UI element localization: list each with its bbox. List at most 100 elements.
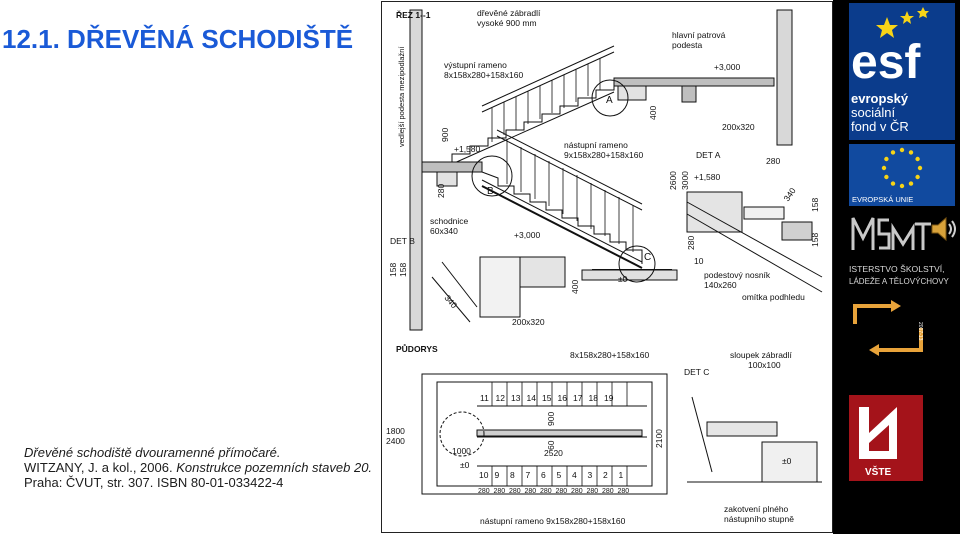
- plan-flight-top: 8x158x280+158x160: [570, 350, 649, 360]
- speaker-icon[interactable]: [928, 213, 960, 245]
- plan-step-number: 17: [573, 393, 583, 403]
- dim-280-c: 280: [686, 236, 696, 250]
- plan-step-number: 19: [604, 393, 614, 403]
- msmt-monogram-icon: [851, 217, 931, 250]
- plan-dim-2400: 2400: [386, 436, 405, 446]
- caption-author: WITZANY, J. a kol., 2006.: [24, 460, 173, 475]
- plan-step-number: 2: [603, 470, 608, 480]
- level-zero: ±0: [618, 274, 628, 284]
- dim-280: 280: [766, 156, 780, 166]
- esf-line-1: evropský: [851, 91, 909, 106]
- plan-dim-60: 60: [546, 440, 556, 450]
- dim-3000: 3000: [680, 171, 690, 190]
- level-mid: +1,580: [454, 144, 481, 154]
- vste-label: VŠTE: [865, 465, 891, 478]
- dim-158-b: 158: [810, 233, 820, 247]
- dim-900: 900: [440, 128, 450, 142]
- level-det-b: +3,000: [514, 230, 541, 240]
- upper-flight-label-1: výstupní rameno: [444, 60, 507, 70]
- dim-200x320-b: 200x320: [512, 317, 545, 327]
- caption-line-2: WITZANY, J. a kol., 2006. Konstrukce poz…: [24, 460, 374, 475]
- plan-step-width: 280: [571, 488, 583, 495]
- marker-a: A: [606, 95, 613, 106]
- eu-star-ring-icon: [881, 147, 923, 189]
- marker-b: B: [487, 186, 494, 197]
- plan-step-number: 14: [527, 393, 537, 403]
- plan-level-zero: ±0: [460, 460, 470, 470]
- plan-step-number: 15: [542, 393, 552, 403]
- main-landing-label-1: hlavní patrová: [672, 30, 726, 40]
- upper-flight-label-2: 8x158x280+158x160: [444, 70, 523, 80]
- sidebar-logos: esf evropský sociální fond v ČR EVROPSKÁ…: [833, 0, 960, 534]
- plan-step-width: 280: [602, 488, 614, 495]
- eu-label: EVROPSKÁ UNIE: [852, 195, 913, 204]
- anchor-label-1: zakotvení plného: [724, 504, 789, 514]
- plan-dim-1800: 1800: [386, 426, 405, 436]
- plan-title: PŮDORYS: [396, 343, 438, 354]
- plan-step-number: 4: [572, 470, 577, 480]
- plan-step-width: 280: [509, 488, 521, 495]
- plan-dim-2100: 2100: [654, 429, 664, 448]
- landing-label: vedlejší podesta mezipodlažní: [397, 46, 406, 147]
- lower-flight-label-2: 9x158x280+158x160: [564, 150, 643, 160]
- dim-400: 400: [648, 106, 658, 120]
- esf-line-2: sociální: [851, 105, 895, 120]
- vste-logo: VŠTE: [849, 395, 923, 481]
- dim-400-b: 400: [570, 280, 580, 294]
- msmt-line-2: LÁDEŽE A TĚLOVÝCHOVY: [849, 277, 950, 286]
- anchor-label-2: nástupního stupně: [724, 514, 794, 524]
- plan-step-number: 7: [526, 470, 531, 480]
- section-title: ŘEZ 1--1: [396, 9, 431, 20]
- dim-340: 340: [781, 186, 797, 204]
- plan-step-number: 10: [479, 470, 489, 480]
- det-c-level: ±0: [782, 456, 792, 466]
- cycle-arrows-icon: [853, 300, 923, 356]
- plan-step-number: 12: [496, 393, 506, 403]
- dim-158-c: 158: [388, 263, 398, 277]
- plan-step-number: 18: [589, 393, 599, 403]
- esf-star-icons: [876, 7, 929, 38]
- plan-step-width: 280: [587, 488, 599, 495]
- dim-10: 10: [694, 256, 704, 266]
- plan-step-number: 11: [480, 393, 489, 403]
- level-top: +3,000: [714, 62, 741, 72]
- plan-step-number: 3: [588, 470, 593, 480]
- plan-step-width: 280: [494, 488, 506, 495]
- landing-beam-label-1: podestový nosník: [704, 270, 771, 280]
- caption-line-3: Praha: ČVUT, str. 307. ISBN 80-01-033422…: [24, 475, 284, 490]
- plan-step-width: 280: [556, 488, 568, 495]
- caption-line-1: Dřevěné schodiště dvouramenné přímočaré.: [24, 445, 281, 460]
- det-a-label: DET A: [696, 150, 721, 160]
- slide-title: 12.1. DŘEVĚNÁ SCHODIŠTĚ: [2, 24, 354, 54]
- landing-beam-label-2: 140x260: [704, 280, 737, 290]
- esf-wordmark: esf: [851, 36, 921, 89]
- marker-c: C: [644, 252, 651, 263]
- cycle-year: 2007-13: [917, 322, 923, 341]
- vste-emblem-icon: [859, 407, 897, 459]
- msmt-logo: ISTERSTVO ŠKOLSTVÍ, LÁDEŽE A TĚLOVÝCHOVY: [849, 210, 955, 290]
- det-c-label: DET C: [684, 367, 709, 377]
- plan-step-number: 13: [511, 393, 521, 403]
- caption-book: Konstrukce pozemních staveb 20.: [172, 460, 373, 475]
- esf-line-3: fond v ČR: [851, 119, 909, 134]
- op-cycle-logo: 2007-13: [849, 298, 929, 360]
- stringer-label-2: 60x340: [430, 226, 458, 236]
- railing-label-1: dřevěné zábradlí: [477, 8, 541, 18]
- plan-step-number: 16: [558, 393, 568, 403]
- lower-flight-label-1: nástupní rameno: [564, 140, 628, 150]
- staircase-drawing: ŘEZ 1--1 vedlejší podesta mezipodlažní d…: [381, 1, 833, 533]
- plan-step-width: 280: [540, 488, 552, 495]
- plan-step-width: 280: [618, 488, 630, 495]
- plan-step-width: 280: [525, 488, 537, 495]
- post-label-2: 100x100: [748, 360, 781, 370]
- stringer-label-1: schodnice: [430, 216, 469, 226]
- dim-158-d: 158: [398, 263, 408, 277]
- plan-step-number: 6: [541, 470, 546, 480]
- det-b-label: DET B: [390, 236, 415, 246]
- post-label-1: sloupek zábradlí: [730, 350, 793, 360]
- msmt-line-1: ISTERSTVO ŠKOLSTVÍ,: [849, 264, 945, 274]
- plan-step-number: 1: [619, 470, 624, 480]
- plan-dim-900: 900: [546, 412, 556, 426]
- caption: Dřevěné schodiště dvouramenné přímočaré.…: [24, 445, 374, 490]
- plan-step-number: 9: [495, 470, 500, 480]
